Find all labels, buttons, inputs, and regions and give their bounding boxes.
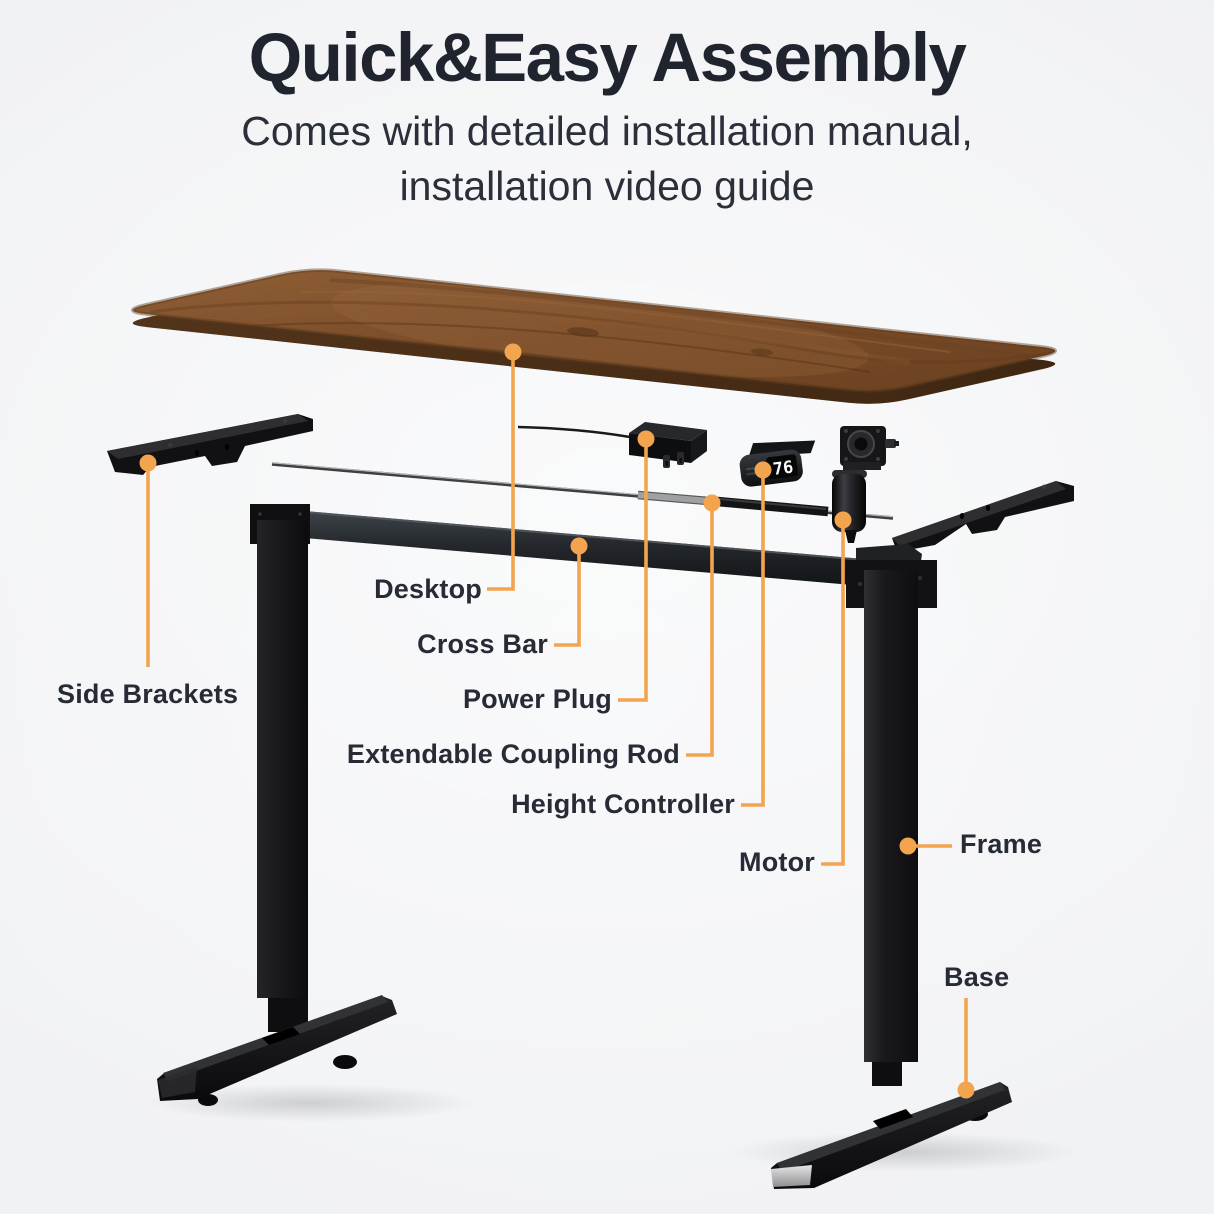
base-foot-left [157, 995, 397, 1106]
page-subtitle: Comes with detailed installation manual,… [0, 104, 1214, 214]
header: Quick&Easy Assembly Comes with detailed … [0, 18, 1214, 214]
height-display: 76 [772, 457, 795, 479]
label-power-plug: Power Plug [462, 684, 612, 714]
label-base: Base [944, 962, 1010, 992]
height-controller-part: 76 [739, 440, 816, 487]
label-side-brackets: Side Brackets [57, 679, 239, 709]
height-controller-leader-line [741, 470, 765, 807]
coupling-rod-part [271, 462, 894, 520]
coupling-rod-dot [703, 494, 721, 512]
page-title: Quick&Easy Assembly [248, 19, 967, 96]
side-bracket-right [892, 481, 1074, 552]
desktop-dot [504, 343, 522, 361]
cross-bar-leader-line [554, 546, 581, 647]
power-plug-leader-line [618, 439, 648, 702]
motor-leader-line [821, 520, 845, 866]
desktop-leader-line [487, 352, 515, 591]
subtitle-line-2: installation video guide [399, 163, 815, 209]
power-plug-dot [637, 430, 655, 448]
frame-leg-right [864, 570, 918, 1086]
frame-leg-left [257, 520, 308, 1032]
motor-part [832, 426, 899, 543]
wood-grain [149, 278, 1056, 391]
leader-lines [146, 352, 968, 1090]
base-dot [957, 1081, 975, 1099]
motor-dot [834, 511, 852, 529]
label-cross-bar: Cross Bar [417, 629, 548, 659]
desktop-board [131, 268, 1057, 404]
label-motor: Motor [739, 847, 815, 877]
label-desktop: Desktop [374, 574, 482, 604]
leader-dots [139, 343, 975, 1099]
side-brackets-dot [139, 454, 157, 472]
base-foot-right [771, 1082, 1012, 1189]
height-controller-dot [754, 461, 772, 479]
cross-bar-dot [570, 537, 588, 555]
frame-crossbar [257, 507, 923, 591]
desktop-rim [131, 268, 1057, 393]
label-height-controller: Height Controller [511, 789, 735, 819]
label-coupling-rod: Extendable Coupling Rod [346, 739, 680, 769]
side-bracket-left [107, 414, 313, 475]
label-frame: Frame [960, 829, 1043, 859]
frame-dot [899, 837, 917, 855]
coupling-rod-leader-line [686, 503, 714, 757]
power-cable [517, 425, 631, 439]
subtitle-line-1: Comes with detailed installation manual, [241, 108, 973, 154]
